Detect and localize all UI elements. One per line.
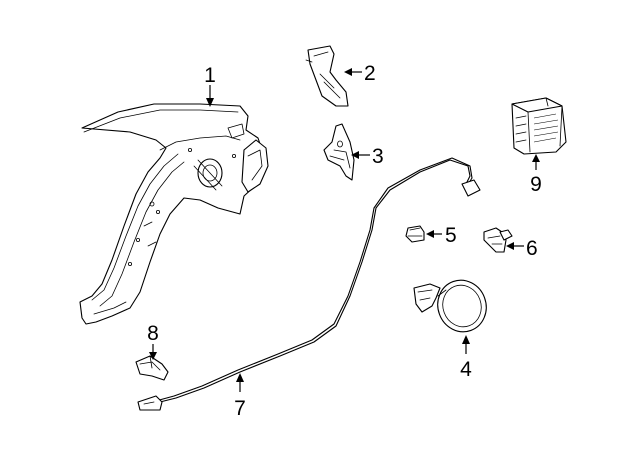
fuel-door-part[interactable]	[413, 273, 493, 338]
callout-6-label: 6	[526, 237, 538, 260]
callout-8-label: 8	[147, 322, 159, 345]
callout-5-label: 5	[445, 224, 457, 247]
callout-2-label: 2	[364, 62, 376, 85]
quarter-panel-part[interactable]	[79, 103, 269, 325]
callout-2: 2	[344, 62, 376, 85]
callout-7-label: 7	[234, 397, 246, 420]
callout-1: 1	[204, 64, 216, 107]
callout-1-label: 1	[204, 64, 216, 87]
callout-4: 4	[460, 335, 472, 381]
vent-grille-part[interactable]	[511, 97, 567, 155]
reinforcement-part[interactable]	[323, 123, 355, 181]
hinge-bracket-part[interactable]	[135, 355, 169, 381]
bumper-part[interactable]	[405, 225, 425, 243]
callout-6: 6	[506, 237, 538, 260]
callout-4-label: 4	[460, 358, 472, 381]
release-cable-part[interactable]	[137, 157, 481, 411]
callout-3: 3	[351, 145, 384, 168]
callout-9: 9	[530, 154, 542, 196]
bracket-part[interactable]	[305, 45, 349, 107]
actuator-part[interactable]	[483, 227, 513, 253]
callout-9-label: 9	[530, 173, 542, 196]
callout-3-label: 3	[372, 145, 384, 168]
callout-8: 8	[147, 322, 159, 360]
callout-5: 5	[426, 224, 457, 247]
callout-7: 7	[234, 373, 246, 420]
